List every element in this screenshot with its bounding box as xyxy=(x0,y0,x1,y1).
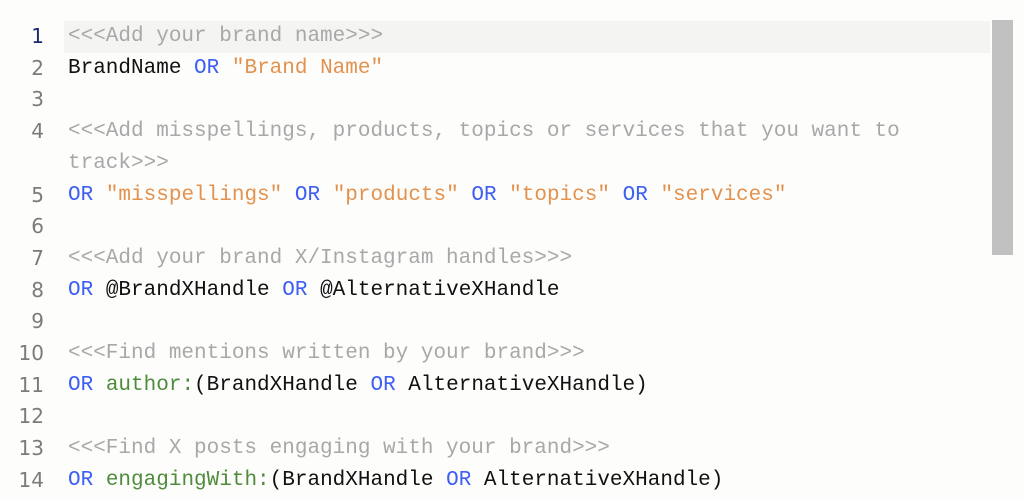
line-number: 14 xyxy=(18,467,44,492)
text-token xyxy=(320,184,333,207)
line-code[interactable] xyxy=(68,306,968,338)
string-token: "misspellings" xyxy=(105,183,283,207)
text-token: BrandName xyxy=(68,56,195,80)
code-line[interactable]: 5 OR "misspellings" OR "products" OR "top… xyxy=(0,180,990,212)
comment-token: <<<Find mentions written by your brand>>… xyxy=(68,342,585,366)
line-number: 4 xyxy=(31,119,44,144)
text-token: (BrandXHandle xyxy=(269,468,447,492)
code-line[interactable]: 1 <<<Add your brand name>>> xyxy=(0,21,990,53)
line-number: 13 xyxy=(18,436,44,461)
text-token: AlternativeXHandle) xyxy=(395,373,648,397)
operator-token: OR xyxy=(471,183,497,207)
comment-token: <<<Add misspellings, products, topics or… xyxy=(68,120,913,175)
text-token: AlternativeXHandle) xyxy=(471,468,724,492)
code-line[interactable]: 11 OR author:(BrandXHandle OR Alternative… xyxy=(0,370,990,402)
text-token xyxy=(459,184,472,207)
line-code[interactable] xyxy=(68,401,968,433)
code-line[interactable]: 12 xyxy=(0,401,990,433)
line-number: 10 xyxy=(18,341,44,366)
line-code[interactable] xyxy=(68,211,968,243)
text-token xyxy=(610,184,623,207)
query-editor[interactable]: 1 <<<Add your brand name>>> 2 BrandName OR … xyxy=(0,21,990,497)
code-line[interactable]: 7 <<<Add your brand X/Instagram handles>>… xyxy=(0,243,990,275)
text-token xyxy=(93,469,106,492)
text-token xyxy=(648,184,661,207)
line-number: 1 xyxy=(31,24,44,48)
line-code[interactable]: <<<Add your brand name>>> xyxy=(68,21,968,53)
text-token xyxy=(93,374,106,397)
line-number: 5 xyxy=(31,182,44,207)
field-token: engagingWith: xyxy=(105,468,270,492)
line-number: 11 xyxy=(18,372,44,397)
line-code[interactable]: OR "misspellings" OR "products" OR "topi… xyxy=(68,180,968,212)
line-code[interactable]: <<<Find X posts engaging with your brand… xyxy=(68,433,968,465)
line-number: 8 xyxy=(31,277,44,302)
operator-token: OR xyxy=(622,183,648,207)
operator-token: OR xyxy=(446,468,472,492)
text-token xyxy=(497,184,510,207)
line-number: 3 xyxy=(31,87,44,112)
line-code[interactable]: OR engagingWith:(BrandXHandle OR Alterna… xyxy=(68,465,968,497)
line-number: 12 xyxy=(18,404,44,429)
string-token: "products" xyxy=(332,183,459,207)
comment-token: <<<Add your brand name>>> xyxy=(68,25,384,48)
code-line[interactable]: 6 xyxy=(0,211,990,243)
line-code[interactable]: <<<Add your brand X/Instagram handles>>> xyxy=(68,243,968,275)
operator-token: OR xyxy=(68,468,94,492)
line-number: 6 xyxy=(31,214,44,239)
vertical-scrollbar[interactable] xyxy=(992,20,1013,255)
line-code[interactable] xyxy=(68,84,968,116)
code-line[interactable]: 9 xyxy=(0,306,990,338)
code-line[interactable]: 13 <<<Find X posts engaging with your bra… xyxy=(0,433,990,465)
field-token: author: xyxy=(105,373,195,397)
comment-token: <<<Add your brand X/Instagram handles>>> xyxy=(68,246,573,270)
text-token xyxy=(93,184,106,207)
string-token: "topics" xyxy=(509,183,610,207)
text-token: @AlternativeXHandle xyxy=(307,278,560,302)
operator-token: OR xyxy=(370,373,396,397)
code-line[interactable]: 3 xyxy=(0,84,990,116)
line-number: 7 xyxy=(31,245,44,270)
line-number: 9 xyxy=(31,309,44,334)
line-code[interactable]: OR author:(BrandXHandle OR AlternativeXH… xyxy=(68,370,968,402)
text-token: @BrandXHandle xyxy=(93,278,283,302)
text-token: (BrandXHandle xyxy=(194,373,371,397)
operator-token: OR xyxy=(68,373,94,397)
line-number: 2 xyxy=(31,55,44,80)
text-token xyxy=(282,184,295,207)
string-token: "Brand Name" xyxy=(231,56,384,80)
code-line[interactable]: 8 OR @BrandXHandle OR @AlternativeXHandle xyxy=(0,275,990,307)
operator-token: OR xyxy=(68,183,94,207)
code-line[interactable]: 4 <<<Add misspellings, products, topics o… xyxy=(0,116,990,179)
text-token xyxy=(219,57,232,80)
comment-token: <<<Find X posts engaging with your brand… xyxy=(68,437,610,461)
line-code[interactable]: OR @BrandXHandle OR @AlternativeXHandle xyxy=(68,275,968,307)
code-line[interactable]: 2 BrandName OR "Brand Name" xyxy=(0,53,990,85)
code-line[interactable]: 10 <<<Find mentions written by your brand… xyxy=(0,338,990,370)
operator-token: OR xyxy=(194,56,220,80)
operator-token: OR xyxy=(294,183,321,207)
line-code[interactable]: BrandName OR "Brand Name" xyxy=(68,53,968,85)
code-line[interactable]: 14 OR engagingWith:(BrandXHandle OR Alter… xyxy=(0,465,990,497)
operator-token: OR xyxy=(282,278,308,302)
operator-token: OR xyxy=(68,278,94,302)
line-code[interactable]: <<<Add misspellings, products, topics or… xyxy=(68,116,968,179)
line-code[interactable]: <<<Find mentions written by your brand>>… xyxy=(68,338,968,370)
string-token: "services" xyxy=(660,183,787,207)
